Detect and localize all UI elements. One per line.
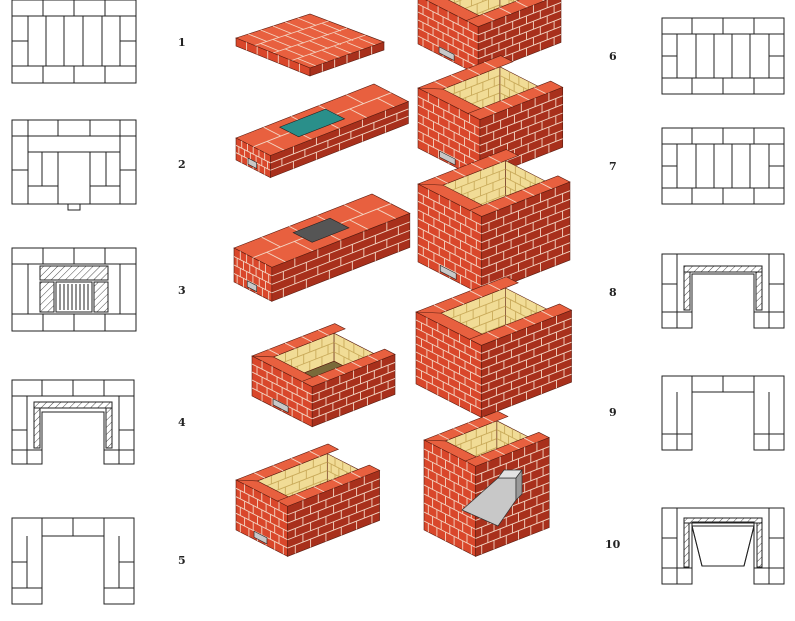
- illustration-step-1: [235, 13, 385, 77]
- plan-8: [661, 253, 785, 329]
- step-number-3: 3: [178, 284, 186, 297]
- step-number-9: 9: [609, 406, 617, 419]
- plan-2: [11, 119, 137, 211]
- step-number-1: 1: [178, 36, 186, 49]
- plan-1: [11, 0, 137, 84]
- plan-3: [11, 247, 137, 332]
- illustration-step-3: [233, 193, 411, 302]
- illustration-step-4: [251, 323, 396, 428]
- illustration-step-2: [235, 83, 410, 179]
- illustration-step-9: [415, 276, 573, 418]
- step-number-10: 10: [605, 538, 621, 551]
- illustration-step-5: [235, 443, 381, 557]
- illustration-step-7: [417, 55, 564, 181]
- illustration-step-8: [417, 149, 571, 296]
- step-number-2: 2: [178, 158, 186, 171]
- step-number-5: 5: [178, 554, 186, 567]
- illustration-step-6: [417, 0, 562, 76]
- plan-6: [661, 17, 785, 95]
- step-number-8: 8: [609, 286, 617, 299]
- chimney-hood: [461, 468, 523, 527]
- illustration-step-10: [423, 410, 550, 557]
- plan-9: [661, 375, 785, 451]
- plan-7: [661, 127, 785, 205]
- step-number-6: 6: [609, 50, 617, 63]
- step-number-4: 4: [178, 416, 186, 429]
- plan-5: [11, 517, 135, 605]
- plan-4: [11, 379, 135, 465]
- step-number-7: 7: [609, 160, 617, 173]
- plan-10: [661, 507, 785, 585]
